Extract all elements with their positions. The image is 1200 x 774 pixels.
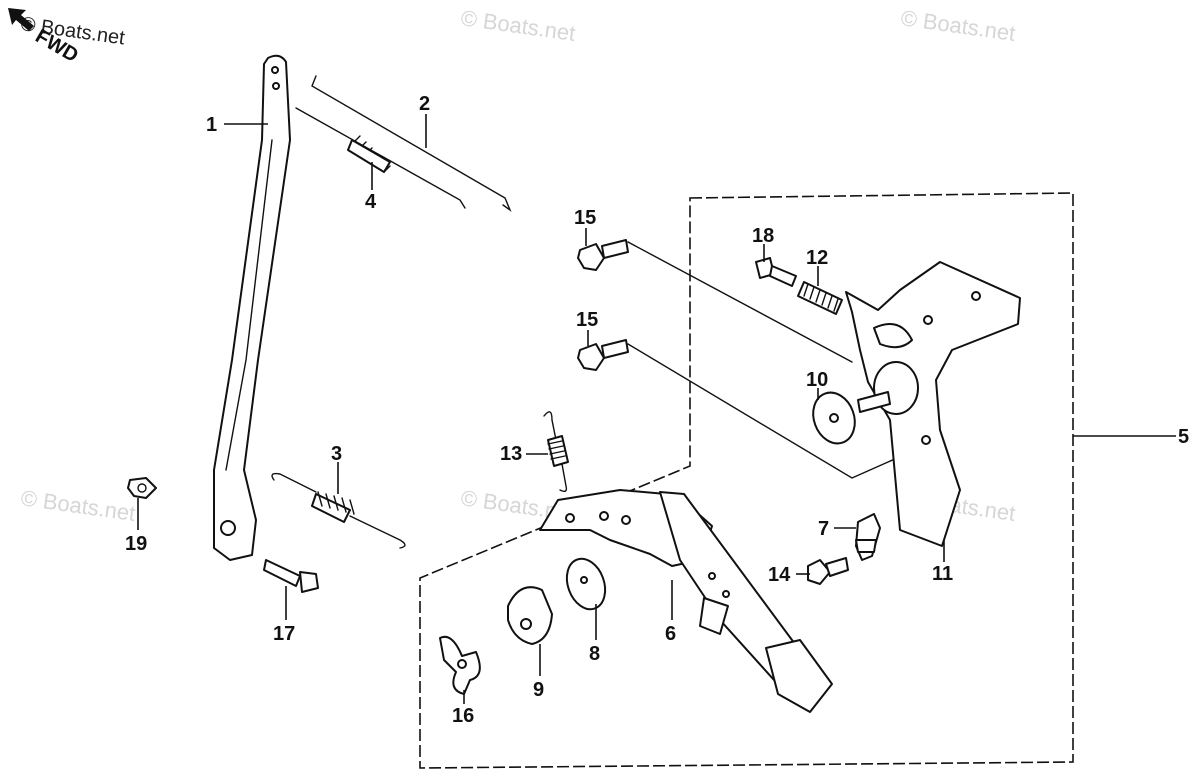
bolt-15-upper-guide <box>627 241 853 363</box>
callout-15-upper: 15 <box>574 207 596 229</box>
callout-5: 5 <box>1178 426 1189 448</box>
part-13-spring <box>543 411 569 493</box>
fwd-arrow-icon <box>8 8 34 31</box>
watermark-mid-left: © Boats.net <box>19 485 137 526</box>
callout-7: 7 <box>818 518 829 540</box>
callout-16: 16 <box>452 705 474 727</box>
part-17-bolt <box>263 559 319 593</box>
callout-9: 9 <box>533 679 544 701</box>
part-8-washer <box>565 557 607 611</box>
callout-15-lower: 15 <box>576 309 598 331</box>
part-9-cam <box>507 586 553 645</box>
part-16-wing-nut <box>439 635 481 695</box>
callout-10: 10 <box>806 369 828 391</box>
part-19-nut <box>127 477 157 499</box>
callout-13: 13 <box>500 443 522 465</box>
part-15-bolt-lower <box>577 339 629 371</box>
watermark-top-right: © Boats.net <box>899 5 1017 46</box>
callout-17: 17 <box>273 623 295 645</box>
watermark-top-center: © Boats.net <box>459 5 577 46</box>
callout-3: 3 <box>331 443 342 465</box>
callout-6: 6 <box>665 623 676 645</box>
callout-11: 11 <box>932 563 953 585</box>
part-1-link-arm <box>213 54 291 561</box>
callout-18: 18 <box>752 225 774 247</box>
callout-4: 4 <box>365 191 377 213</box>
part-2-rod <box>295 75 512 212</box>
callout-2: 2 <box>419 93 430 115</box>
part-3-spring <box>271 472 406 549</box>
callout-8: 8 <box>589 643 600 665</box>
part-6-lever-plate <box>539 489 833 713</box>
part-4-spring <box>347 135 391 173</box>
part-14-bolt <box>807 557 849 585</box>
part-10-washer <box>812 391 856 445</box>
callout-14: 14 <box>768 564 791 586</box>
callout-19: 19 <box>125 533 147 555</box>
part-18-bolt <box>755 257 797 287</box>
callout-1: 1 <box>206 114 217 136</box>
assembly-frame <box>419 192 1074 769</box>
part-7-clip <box>855 513 881 561</box>
part-11-bracket-plate <box>845 261 1021 547</box>
callout-12: 12 <box>806 247 828 269</box>
part-15-bolt-upper <box>577 239 629 271</box>
part-12-spring <box>797 281 843 315</box>
